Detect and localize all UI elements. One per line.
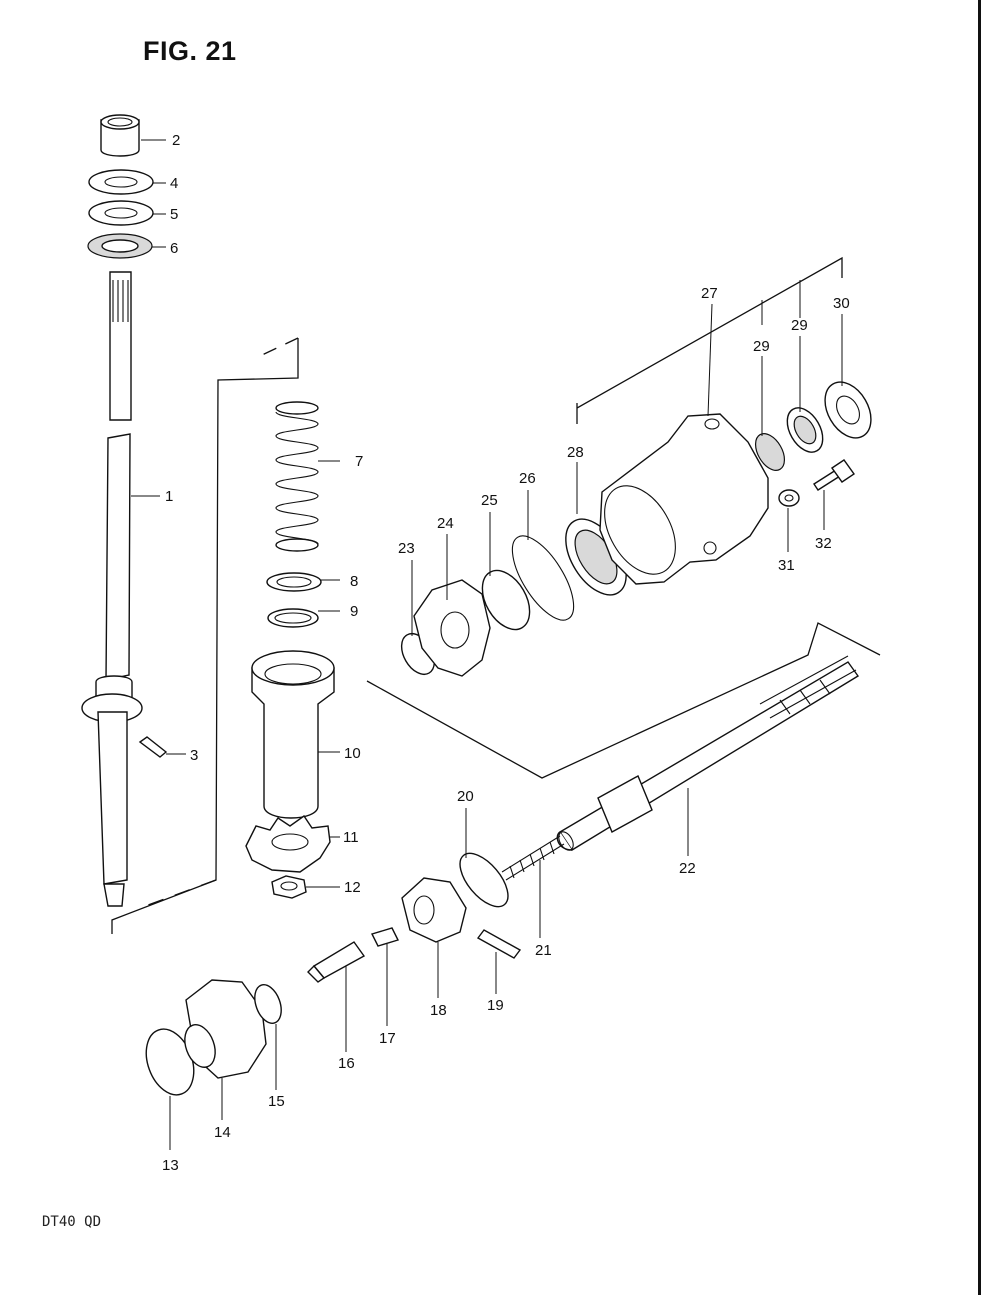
spring-guide-ring bbox=[459, 852, 509, 908]
callout-17: 17 bbox=[379, 1030, 396, 1047]
leader-lines bbox=[131, 139, 843, 1150]
callout-21: 21 bbox=[535, 942, 552, 959]
callout-4: 4 bbox=[170, 175, 178, 192]
reverse-gear-ring bbox=[254, 984, 282, 1024]
callout-3: 3 bbox=[190, 747, 198, 764]
needle-bearing-outer bbox=[786, 407, 824, 453]
callout-12: 12 bbox=[344, 879, 361, 896]
thrust-washer-upper bbox=[88, 169, 154, 195]
drive-shaft-sleeve bbox=[251, 650, 335, 819]
shift-cam-follower bbox=[307, 941, 366, 983]
group-frame-gear-case bbox=[576, 256, 843, 424]
drive-shaft bbox=[81, 271, 143, 907]
callout-1: 1 bbox=[165, 488, 173, 505]
callout-13: 13 bbox=[162, 1157, 179, 1174]
detent-ball bbox=[371, 927, 399, 947]
callout-25: 25 bbox=[481, 492, 498, 509]
thrust-washer-lower bbox=[88, 200, 154, 226]
callout-10: 10 bbox=[344, 745, 361, 762]
callout-19: 19 bbox=[487, 997, 504, 1014]
clutch-pin bbox=[476, 929, 522, 959]
callout-16: 16 bbox=[338, 1055, 355, 1072]
o-ring bbox=[511, 535, 575, 621]
callout-2: 2 bbox=[172, 132, 180, 149]
propeller-shaft bbox=[556, 655, 860, 851]
callout-6: 6 bbox=[170, 240, 178, 257]
snap-ring bbox=[267, 608, 319, 628]
callout-26: 26 bbox=[519, 470, 536, 487]
shift-spring bbox=[275, 401, 319, 552]
group-frame-propeller-shaft bbox=[366, 622, 881, 779]
callout-29-inner: 29 bbox=[753, 338, 770, 355]
callout-9: 9 bbox=[350, 603, 358, 620]
spring-washer bbox=[266, 572, 322, 592]
group-frame-drive-shaft bbox=[111, 337, 299, 934]
housing-bolt bbox=[813, 459, 855, 491]
callout-14: 14 bbox=[214, 1124, 231, 1141]
bushing bbox=[100, 114, 140, 157]
callout-22: 22 bbox=[679, 860, 696, 877]
forward-gear bbox=[413, 579, 491, 677]
callout-20: 20 bbox=[457, 788, 474, 805]
needle-bearing-inner bbox=[754, 433, 786, 471]
thrust-bearing bbox=[87, 233, 153, 259]
callout-labels: 1 2 3 4 5 6 7 8 9 10 11 12 13 14 15 16 1… bbox=[162, 132, 850, 1174]
callout-8: 8 bbox=[350, 573, 358, 590]
figure-title: FIG. 21 bbox=[143, 36, 237, 66]
drive-pin bbox=[138, 736, 168, 758]
callout-18: 18 bbox=[430, 1002, 447, 1019]
callout-28: 28 bbox=[567, 444, 584, 461]
oil-seal bbox=[824, 381, 872, 439]
pinion-gear bbox=[245, 815, 331, 873]
callout-24: 24 bbox=[437, 515, 454, 532]
callout-15: 15 bbox=[268, 1093, 285, 1110]
pinion-nut bbox=[271, 875, 307, 899]
callout-29-outer: 29 bbox=[791, 317, 808, 334]
callout-5: 5 bbox=[170, 206, 178, 223]
callout-23: 23 bbox=[398, 540, 415, 557]
push-rod-spring bbox=[501, 835, 565, 881]
callout-11: 11 bbox=[343, 829, 359, 846]
callout-30: 30 bbox=[833, 295, 850, 312]
reverse-gear bbox=[184, 979, 267, 1079]
callout-7: 7 bbox=[355, 453, 363, 470]
callout-31: 31 bbox=[778, 557, 795, 574]
page-border-line bbox=[978, 0, 981, 1295]
model-code: DT40 QD bbox=[42, 1214, 102, 1230]
callout-27: 27 bbox=[701, 285, 718, 302]
propeller-shaft-housing bbox=[599, 413, 769, 585]
washer-housing bbox=[778, 489, 800, 507]
clutch-dog bbox=[401, 877, 467, 943]
callout-32: 32 bbox=[815, 535, 832, 552]
